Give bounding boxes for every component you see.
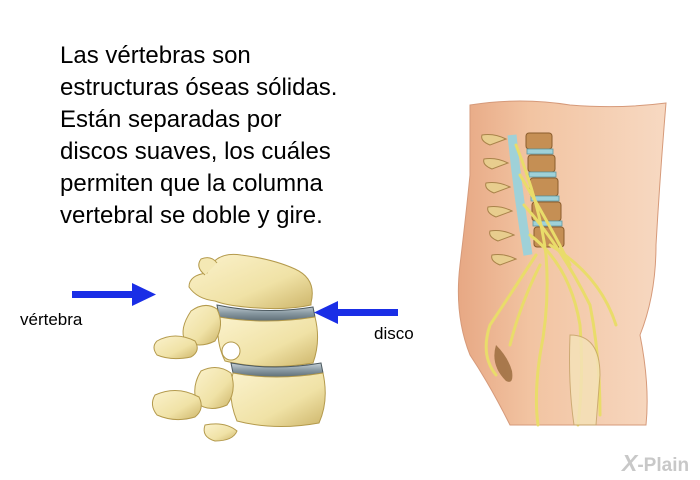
body-silhouette bbox=[457, 100, 667, 426]
description-line: vertebral se doble y gire. bbox=[60, 202, 323, 229]
description-line: permiten que la columna bbox=[60, 170, 323, 197]
description-line: Las vértebras son bbox=[60, 42, 251, 69]
lower-back-illustration bbox=[457, 100, 667, 427]
vertebra-lower bbox=[230, 372, 326, 428]
vertebrae-illustration bbox=[151, 253, 326, 442]
description-line: estructuras óseas sólidas. bbox=[60, 74, 338, 101]
xplain-logo: X-Plain bbox=[622, 450, 690, 476]
vertebra-arrow bbox=[72, 283, 156, 306]
description-line: Están separadas por bbox=[60, 106, 282, 133]
disc-arrow bbox=[314, 301, 398, 324]
description-text: Las vértebras son estructuras óseas sóli… bbox=[60, 40, 420, 232]
vertebra-middle bbox=[217, 316, 319, 368]
description-line: discos suaves, los cuáles bbox=[60, 138, 331, 165]
vertebra-upper bbox=[188, 253, 313, 310]
vertebra-label: vértebra bbox=[20, 310, 83, 329]
disc-label: disco bbox=[374, 324, 414, 343]
